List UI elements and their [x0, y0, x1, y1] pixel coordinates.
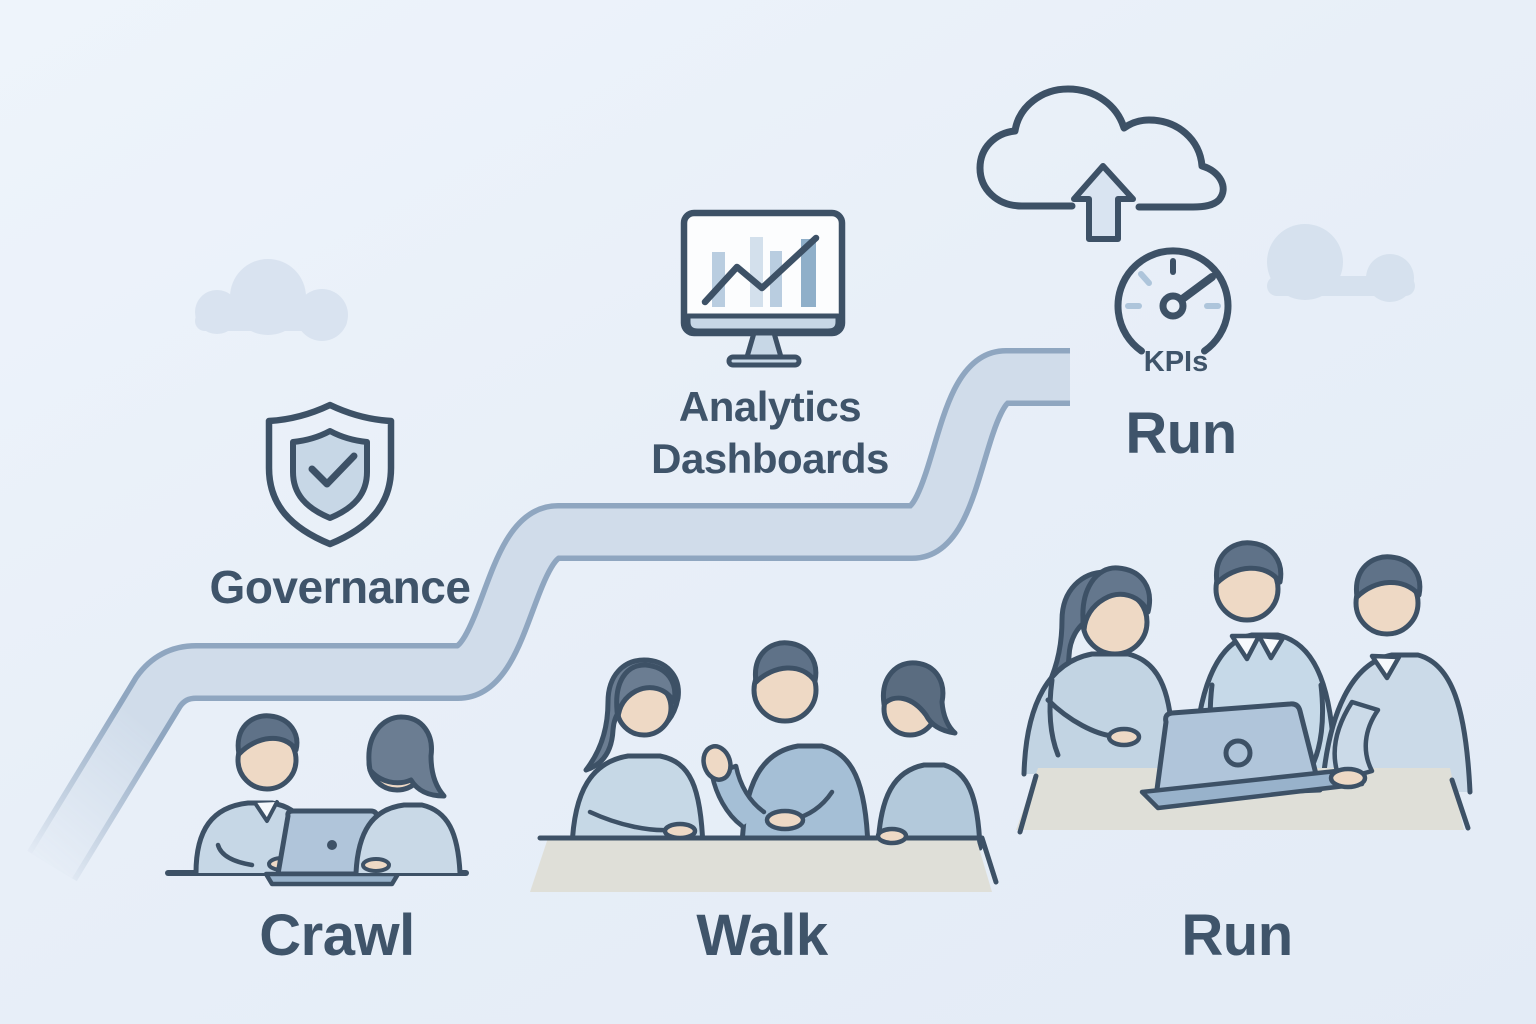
walk-person-right [875, 660, 983, 851]
run-right-arm [1328, 699, 1381, 790]
walk-person-left [569, 657, 706, 851]
crawl-person-right [353, 714, 463, 876]
analytics-dashboards-label: Analytics Dashboards [620, 381, 920, 485]
speedometer-icon [1114, 247, 1232, 355]
monitor-chart-icon [680, 209, 846, 368]
run-laptop [1139, 701, 1365, 811]
crawl-people-group [165, 713, 469, 887]
run-milestone-label: Run [1125, 401, 1237, 466]
run-people-group [1016, 540, 1473, 835]
cloud-upload-icon [976, 85, 1227, 242]
analytics-label-line2: Dashboards [651, 435, 889, 482]
shield-check-icon [265, 401, 395, 548]
walk-table [530, 838, 992, 892]
stage-label-walk: Walk [696, 903, 828, 968]
run-left-hand [1045, 697, 1142, 748]
analytics-label-line1: Analytics [678, 383, 862, 430]
governance-label: Governance [209, 561, 471, 613]
walk-person-middle [701, 640, 871, 851]
run-person-left [1021, 565, 1175, 777]
walk-hands [587, 809, 909, 846]
stage-label-run: Run [1181, 903, 1293, 968]
walk-people-group [530, 640, 999, 892]
ribbon-band [27, 348, 1070, 882]
run-table-leg-left [1017, 773, 1039, 835]
cloud-decor-right [1267, 224, 1415, 302]
stage-label-crawl: Crawl [259, 903, 415, 968]
run-table-leg-right [1449, 777, 1471, 831]
cloud-decor-left [195, 259, 348, 341]
kpis-label: KPIs [1143, 346, 1209, 378]
